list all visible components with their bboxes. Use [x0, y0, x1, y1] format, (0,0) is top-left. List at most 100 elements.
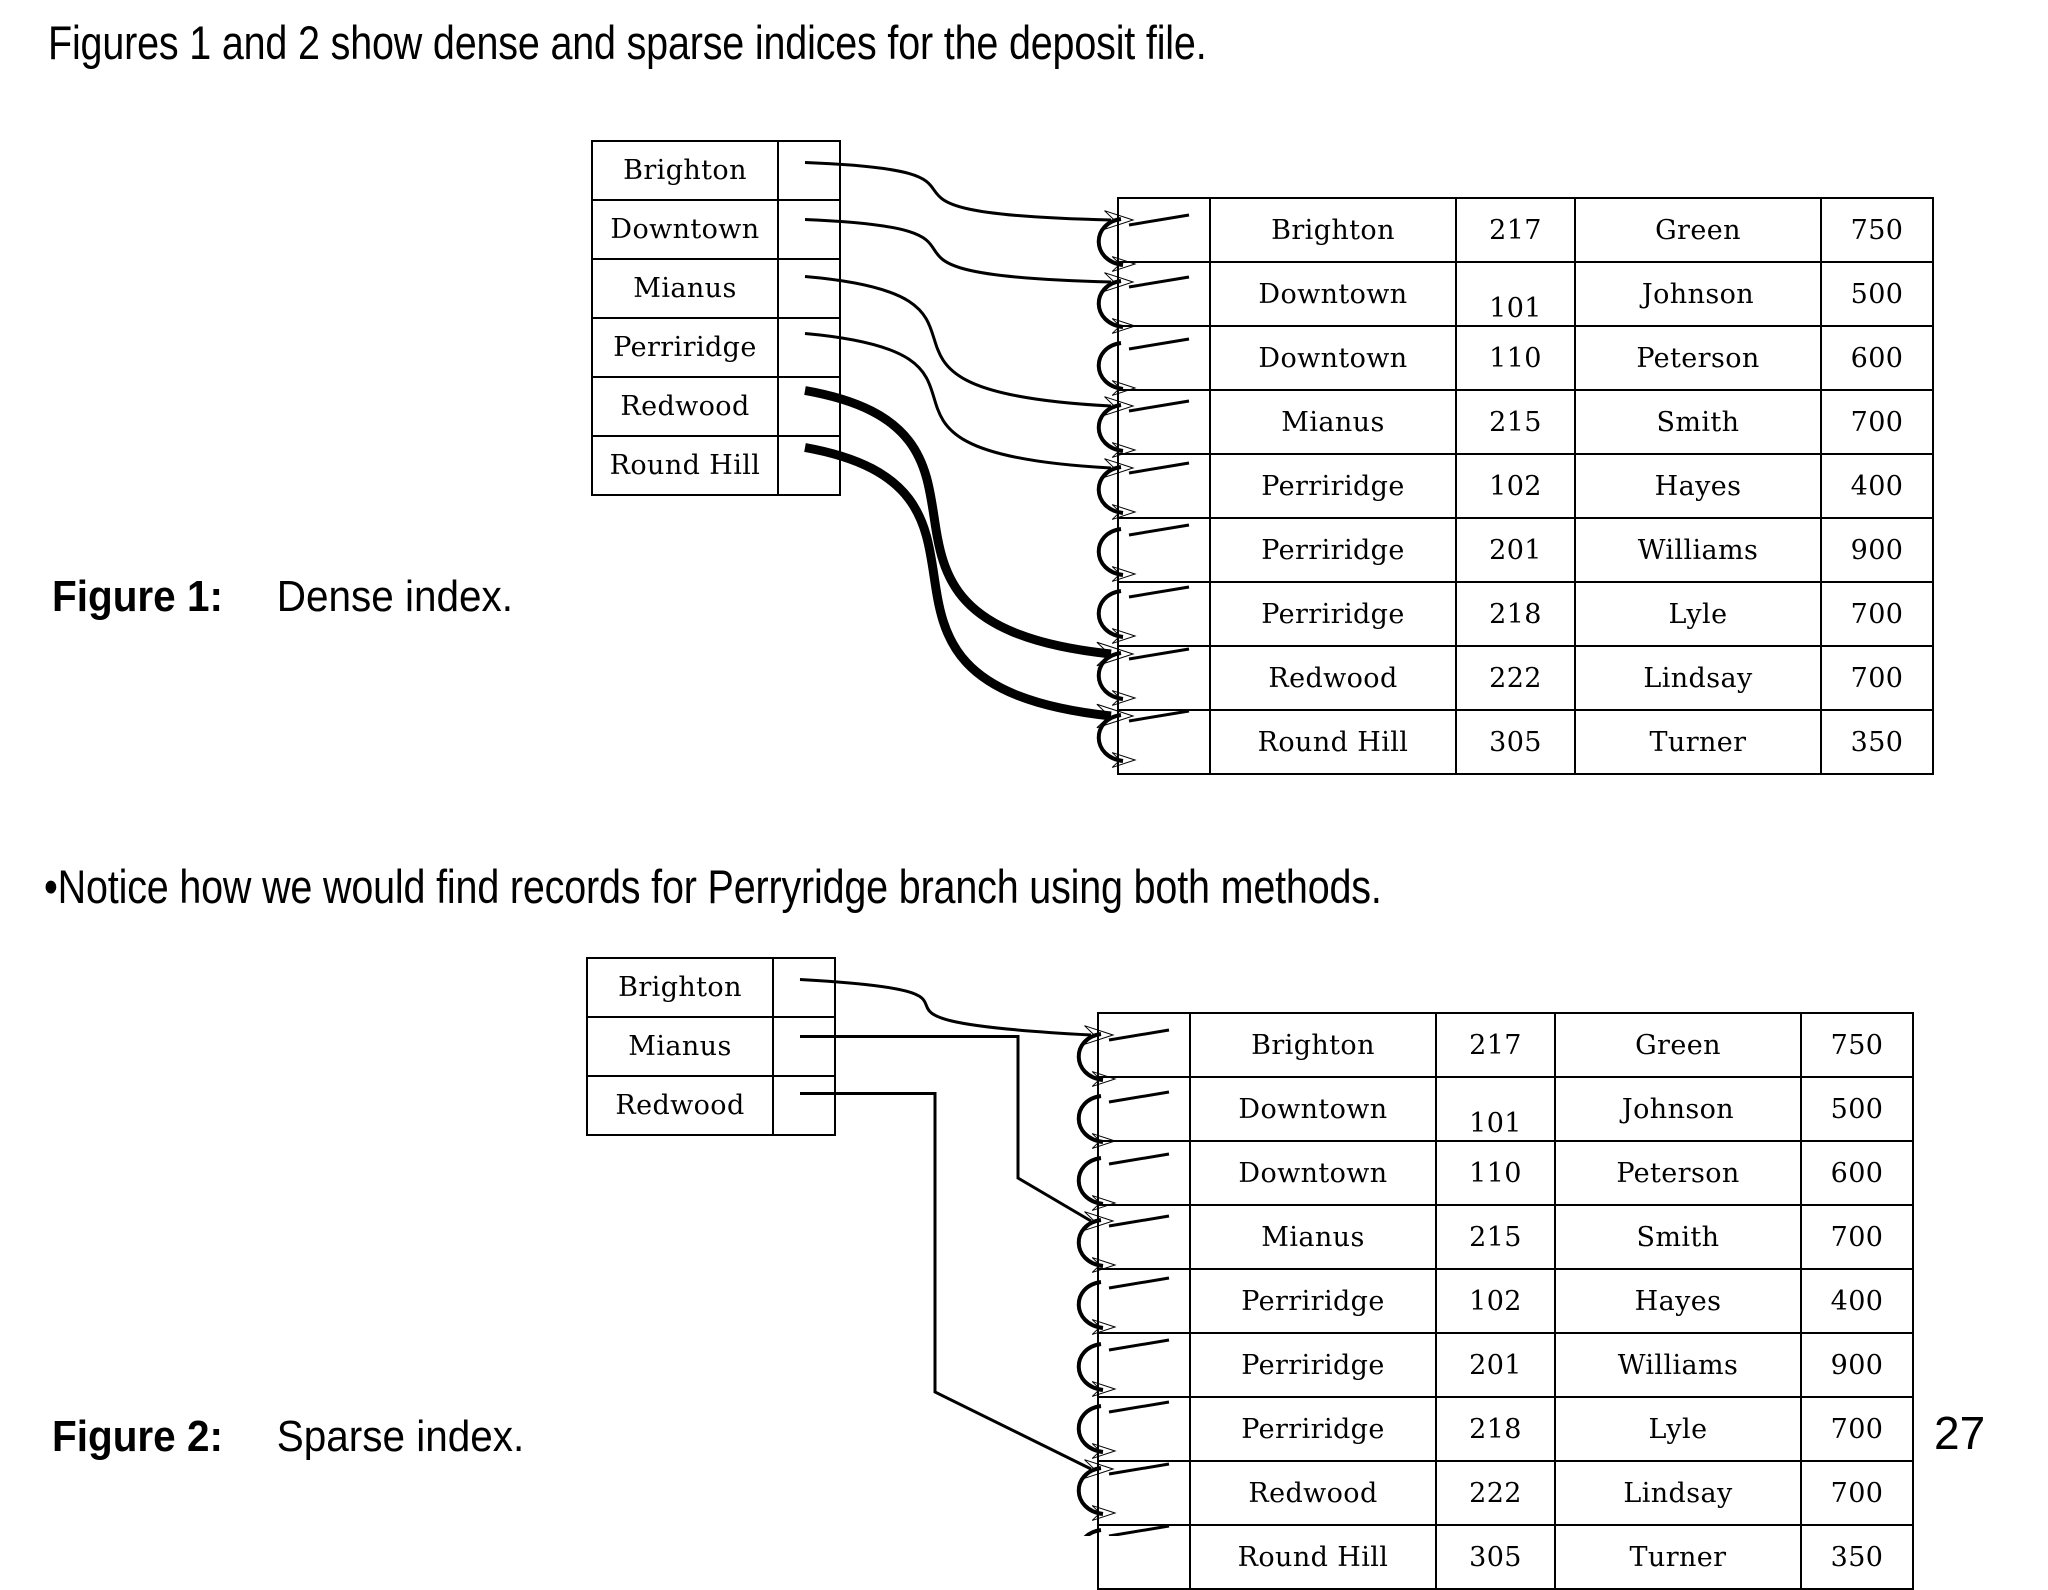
index-key-cell: Downtown	[591, 199, 779, 260]
record-pointer-cell	[1117, 645, 1211, 711]
record-pointer-cell	[1117, 517, 1211, 583]
index-pointer-cell	[777, 199, 841, 260]
cell-customer: Green	[1554, 1012, 1802, 1078]
figure-1-label: Figure 1:	[52, 572, 223, 621]
cell-account: 218	[1455, 581, 1576, 647]
cell-customer: Hayes	[1554, 1268, 1802, 1334]
cell-account: 102	[1455, 453, 1576, 519]
cell-balance: 400	[1820, 453, 1934, 519]
cell-customer: Turner	[1574, 709, 1822, 775]
cell-branch: Round Hill	[1189, 1524, 1437, 1590]
record-pointer-cell	[1097, 1460, 1191, 1526]
cell-branch: Perriridge	[1209, 453, 1457, 519]
index-row: Perriridge	[591, 317, 841, 378]
index-key-cell: Perriridge	[591, 317, 779, 378]
index-row: Mianus	[591, 258, 841, 319]
index-row: Brighton	[586, 957, 836, 1018]
cell-branch: Downtown	[1209, 325, 1457, 391]
cell-branch: Downtown	[1189, 1140, 1437, 1206]
cell-branch: Brighton	[1189, 1012, 1437, 1078]
index-key-cell: Redwood	[586, 1075, 774, 1136]
cell-balance: 700	[1800, 1204, 1914, 1270]
cell-customer: Turner	[1554, 1524, 1802, 1590]
intro-paragraph: Figures 1 and 2 show dense and sparse in…	[48, 16, 1207, 69]
cell-customer: Green	[1574, 197, 1822, 263]
cell-branch: Perriridge	[1189, 1396, 1437, 1462]
cell-account: 110	[1435, 1140, 1556, 1206]
figure-2-title: Sparse index.	[276, 1412, 525, 1461]
page-number: 27	[1934, 1407, 1986, 1459]
notice-paragraph: •Notice how we would find records for Pe…	[44, 860, 1382, 913]
cell-balance: 900	[1800, 1332, 1914, 1398]
index-row: Brighton	[591, 140, 841, 201]
index-pointer-cell	[772, 957, 836, 1018]
cell-account: 222	[1435, 1460, 1556, 1526]
index-pointer-cell	[777, 376, 841, 437]
cell-customer: Lyle	[1574, 581, 1822, 647]
record-pointer-cell	[1117, 325, 1211, 391]
record-pointer-cell	[1117, 197, 1211, 263]
cell-account: 222	[1455, 645, 1576, 711]
record-pointer-cell	[1097, 1396, 1191, 1462]
cell-customer: Lyle	[1554, 1396, 1802, 1462]
index-row: Downtown	[591, 199, 841, 260]
index-row: Round Hill	[591, 435, 841, 496]
index-key-cell: Brighton	[591, 140, 779, 201]
cell-customer: Lindsay	[1554, 1460, 1802, 1526]
cell-account: 201	[1435, 1332, 1556, 1398]
slide-page: Figures 1 and 2 show dense and sparse in…	[44, 16, 1986, 1590]
cell-balance: 700	[1800, 1396, 1914, 1462]
cell-customer: Hayes	[1574, 453, 1822, 519]
cell-customer: Johnson	[1574, 261, 1822, 327]
cell-branch: Perriridge	[1209, 581, 1457, 647]
cell-account: 215	[1435, 1204, 1556, 1270]
cell-account: 305	[1435, 1524, 1556, 1590]
cell-balance: 350	[1800, 1524, 1914, 1590]
cell-account: 110	[1455, 325, 1576, 391]
cell-balance: 350	[1820, 709, 1934, 775]
cell-customer: Williams	[1574, 517, 1822, 583]
cell-branch: Perriridge	[1189, 1268, 1437, 1334]
cell-balance: 700	[1800, 1460, 1914, 1526]
cell-balance: 600	[1800, 1140, 1914, 1206]
index-pointer-cell	[777, 140, 841, 201]
cell-branch: Round Hill	[1209, 709, 1457, 775]
cell-branch: Redwood	[1189, 1460, 1437, 1526]
record-pointer-cell	[1097, 1140, 1191, 1206]
cell-balance: 750	[1820, 197, 1934, 263]
cell-branch: Downtown	[1209, 261, 1457, 327]
cell-customer: Smith	[1554, 1204, 1802, 1270]
record-pointer-cell	[1097, 1332, 1191, 1398]
cell-account: 305	[1455, 709, 1576, 775]
record-pointer-cell	[1097, 1012, 1191, 1078]
record-pointer-cell	[1117, 261, 1211, 327]
cell-balance: 750	[1800, 1012, 1914, 1078]
cell-customer: Lindsay	[1574, 645, 1822, 711]
index-key-cell: Redwood	[591, 376, 779, 437]
cell-account: 217	[1455, 197, 1576, 263]
cell-account: 217	[1435, 1012, 1556, 1078]
cell-customer: Williams	[1554, 1332, 1802, 1398]
index-pointer-cell	[777, 258, 841, 319]
cell-balance: 700	[1820, 389, 1934, 455]
index-pointer-cell	[777, 317, 841, 378]
figure-1-caption: Figure 1: Dense index.	[52, 572, 513, 622]
